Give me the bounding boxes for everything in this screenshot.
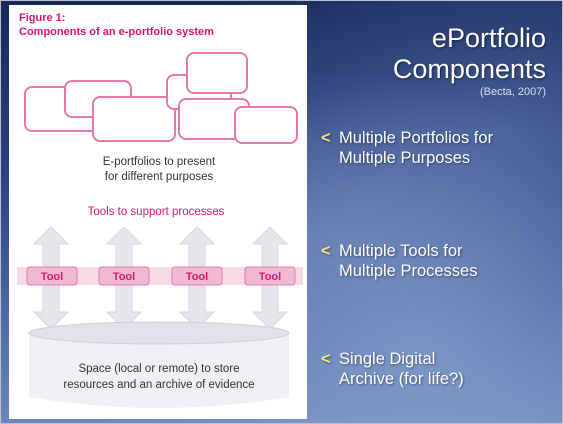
tool-pill (171, 266, 223, 286)
figure-title: Figure 1: Components of an e-portfolio s… (19, 11, 214, 39)
figure-number: Figure 1: (19, 12, 66, 24)
slide-title-line2: Components (392, 54, 546, 84)
bullet-line2: Archive (for life?) (339, 370, 464, 388)
cylinder-body (29, 333, 289, 408)
figure-panel: Figure 1: Components of an e-portfolio s… (9, 5, 307, 419)
bullet-item: < Multiple Tools for Multiple Processes (321, 241, 478, 281)
tool-label: Tool (41, 271, 63, 283)
portfolio-frame (92, 96, 176, 142)
bullet-line1: Single Digital (339, 350, 436, 368)
bullet-marker-icon: < (321, 350, 331, 368)
storage-caption-line1: Space (local or remote) to store (78, 363, 239, 375)
figure-caption: Components of an e-portfolio system (19, 26, 214, 38)
eportfolio-diagram: E-portfolios to present for different pu… (17, 52, 303, 408)
tool-pill (26, 266, 78, 286)
cylinder-top (28, 321, 290, 345)
bullet-line2: Multiple Purposes (339, 149, 471, 167)
tool-pill (244, 266, 296, 286)
bullet-marker-icon: < (321, 129, 331, 147)
tool-label: Tool (186, 271, 208, 283)
tool-pill (98, 266, 150, 286)
storage-caption-line2: resources and an archive of evidence (63, 379, 254, 391)
bullet-line1: Multiple Tools for (339, 242, 463, 260)
portfolio-frames (24, 52, 298, 144)
bullet-item: < Single Digital Archive (for life?) (321, 349, 464, 389)
bullet-line2: Multiple Processes (339, 262, 478, 280)
storage-cylinder (28, 321, 290, 408)
portfolios-caption-line1: E-portfolios to present (103, 156, 216, 168)
bullet-marker-icon: < (321, 242, 331, 260)
citation: (Becta, 2007) (479, 86, 546, 98)
tool-label: Tool (259, 271, 281, 283)
tools-heading: Tools to support processes (88, 206, 225, 218)
portfolio-frame (234, 106, 298, 144)
portfolio-frame (186, 52, 248, 94)
bullet-item: < Multiple Portfolios for Multiple Purpo… (321, 128, 494, 168)
slide-title-block: ePortfolio Components (Becta, 2007) (393, 23, 546, 98)
slide-title-line1: ePortfolio (431, 23, 546, 53)
tool-pills: Tool Tool Tool Tool (26, 266, 296, 286)
portfolios-caption-line2: for different purposes (105, 171, 214, 183)
tool-band (17, 267, 303, 285)
tool-label: Tool (113, 271, 135, 283)
bullet-line1: Multiple Portfolios for (339, 129, 494, 147)
